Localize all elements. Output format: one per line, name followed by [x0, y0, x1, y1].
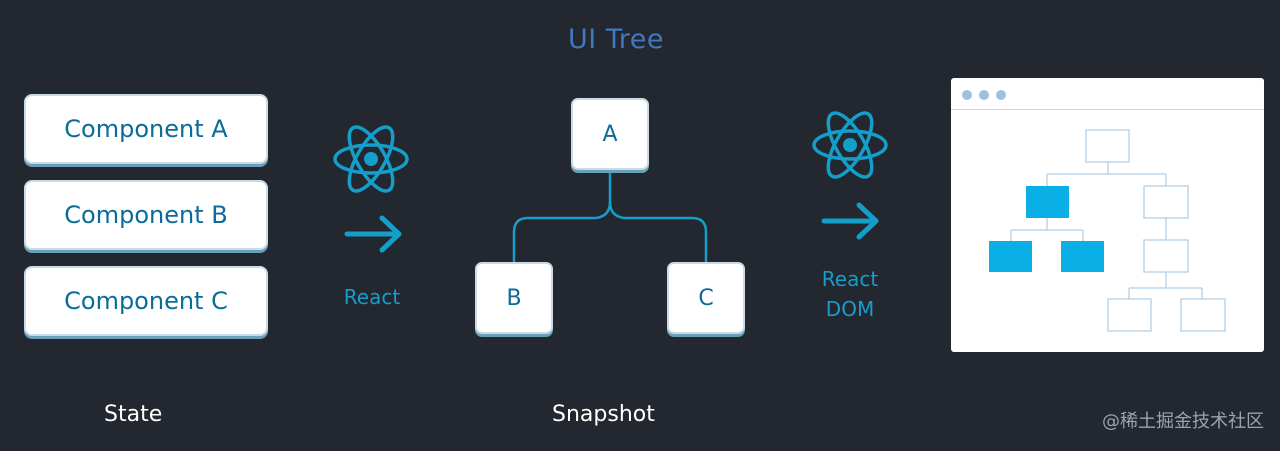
component-c-card: Component C: [24, 266, 268, 336]
tree-node-a: A: [571, 98, 649, 170]
snapshot-label: Snapshot: [552, 402, 655, 427]
dom-node: [1107, 298, 1152, 332]
state-label: State: [104, 402, 163, 427]
arrow-right-icon: [344, 215, 402, 253]
react-dom-label-line-1: React: [821, 267, 879, 291]
react-dom-label: React DOM: [800, 264, 900, 324]
dom-node: [1143, 185, 1189, 219]
dom-node-root: [1085, 129, 1130, 163]
react-dom-logo-icon: [812, 111, 888, 179]
dom-tree: [989, 129, 1226, 332]
react-dom-label-line-2: DOM: [825, 297, 875, 321]
dom-node: [1143, 239, 1189, 273]
component-a-card: Component A: [24, 94, 268, 164]
window-dot-icon: [962, 90, 972, 100]
arrow-right-icon: [821, 202, 879, 240]
window-dot-icon: [996, 90, 1006, 100]
react-logo-icon: [333, 125, 409, 193]
dom-node-highlighted: [1026, 186, 1069, 218]
dom-node: [1180, 298, 1226, 332]
react-label: React: [343, 285, 401, 309]
component-b-card: Component B: [24, 180, 268, 250]
tree-node-c: C: [667, 262, 745, 334]
dom-node-highlighted: [989, 241, 1032, 272]
watermark: @稀土掘金技术社区: [1102, 411, 1264, 432]
window-dot-icon: [979, 90, 989, 100]
browser-window: [951, 78, 1264, 352]
browser-title-bar: [951, 78, 1264, 110]
tree-connectors: [512, 168, 708, 264]
dom-node-highlighted: [1061, 241, 1104, 272]
tree-node-b: B: [475, 262, 553, 334]
diagram-title: UI Tree: [567, 24, 665, 55]
